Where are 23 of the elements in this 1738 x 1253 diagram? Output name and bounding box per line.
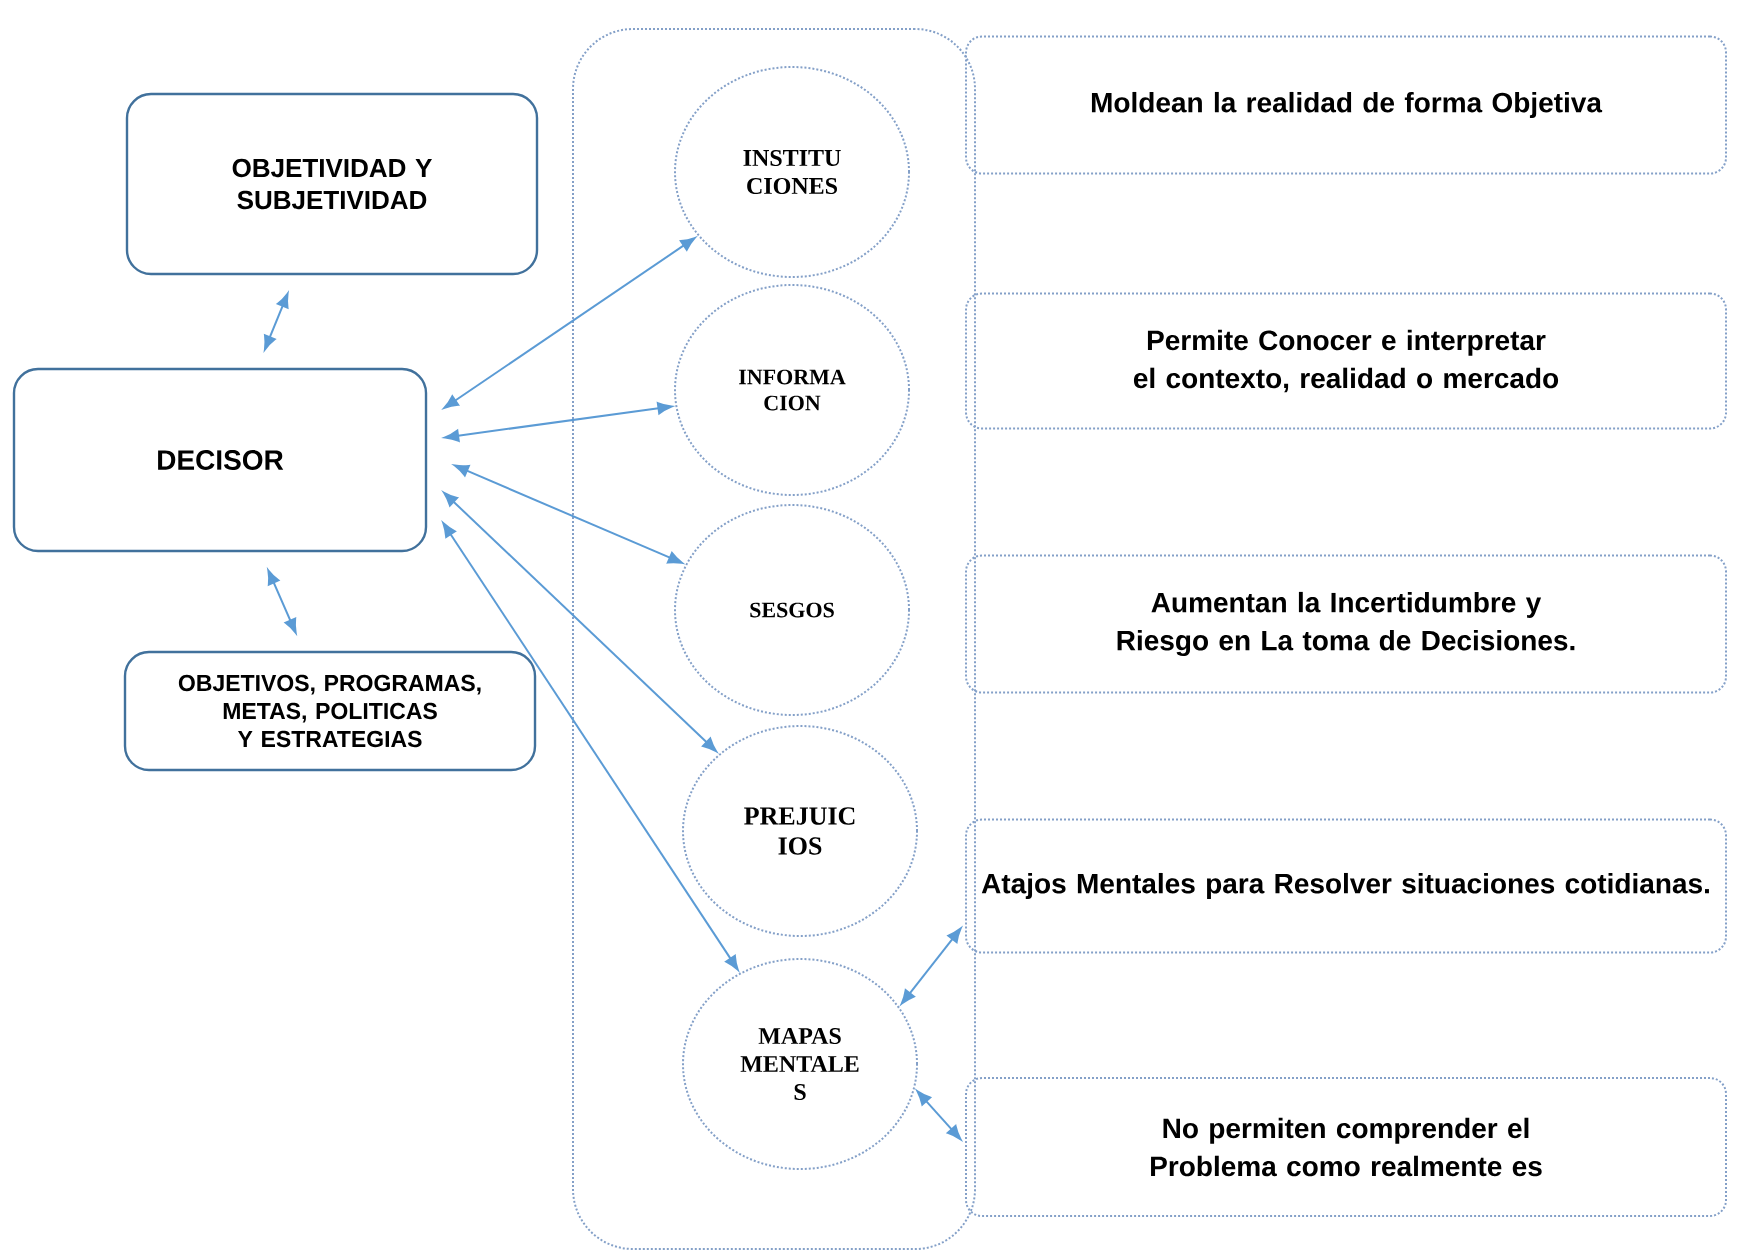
ellipse-node: INFORMA CION <box>674 284 910 496</box>
text-box: Permite Conocer e interpretar el contexto, realidad o mercado <box>965 292 1727 430</box>
text-box: No permiten comprender el Problema como realmente es <box>965 1077 1727 1217</box>
arrow <box>442 522 739 971</box>
text-box: Atajos Mentales para Resolver situaciones cotidianas. <box>965 818 1727 954</box>
rounded-box: DECISOR <box>12 367 428 553</box>
arrow <box>263 292 289 351</box>
rounded-box: OBJETIVIDAD Y SUBJETIVIDAD <box>125 92 539 276</box>
ellipse-node: PREJUIC IOS <box>682 725 918 937</box>
arrow <box>443 491 718 753</box>
arrow <box>900 927 962 1005</box>
ellipse-node: MAPAS MENTALE S <box>682 958 918 1170</box>
text-box: Aumentan la Incertidumbre y Riesgo en La toma de Decisiones. <box>965 554 1727 694</box>
rounded-frame <box>572 28 976 1250</box>
arrow <box>443 237 696 409</box>
ellipse-node: INSTITU CIONES <box>674 66 910 278</box>
text-box: Moldean la realidad de forma Objetiva <box>965 35 1727 175</box>
arrow <box>444 402 673 442</box>
ellipse-node: SESGOS <box>674 504 910 716</box>
arrow <box>916 1090 962 1141</box>
arrow <box>453 464 683 564</box>
rounded-box: OBJETIVOS, PROGRAMAS, METAS, POLITICAS Y ESTRATEGIAS <box>123 650 537 772</box>
arrow <box>267 569 297 634</box>
